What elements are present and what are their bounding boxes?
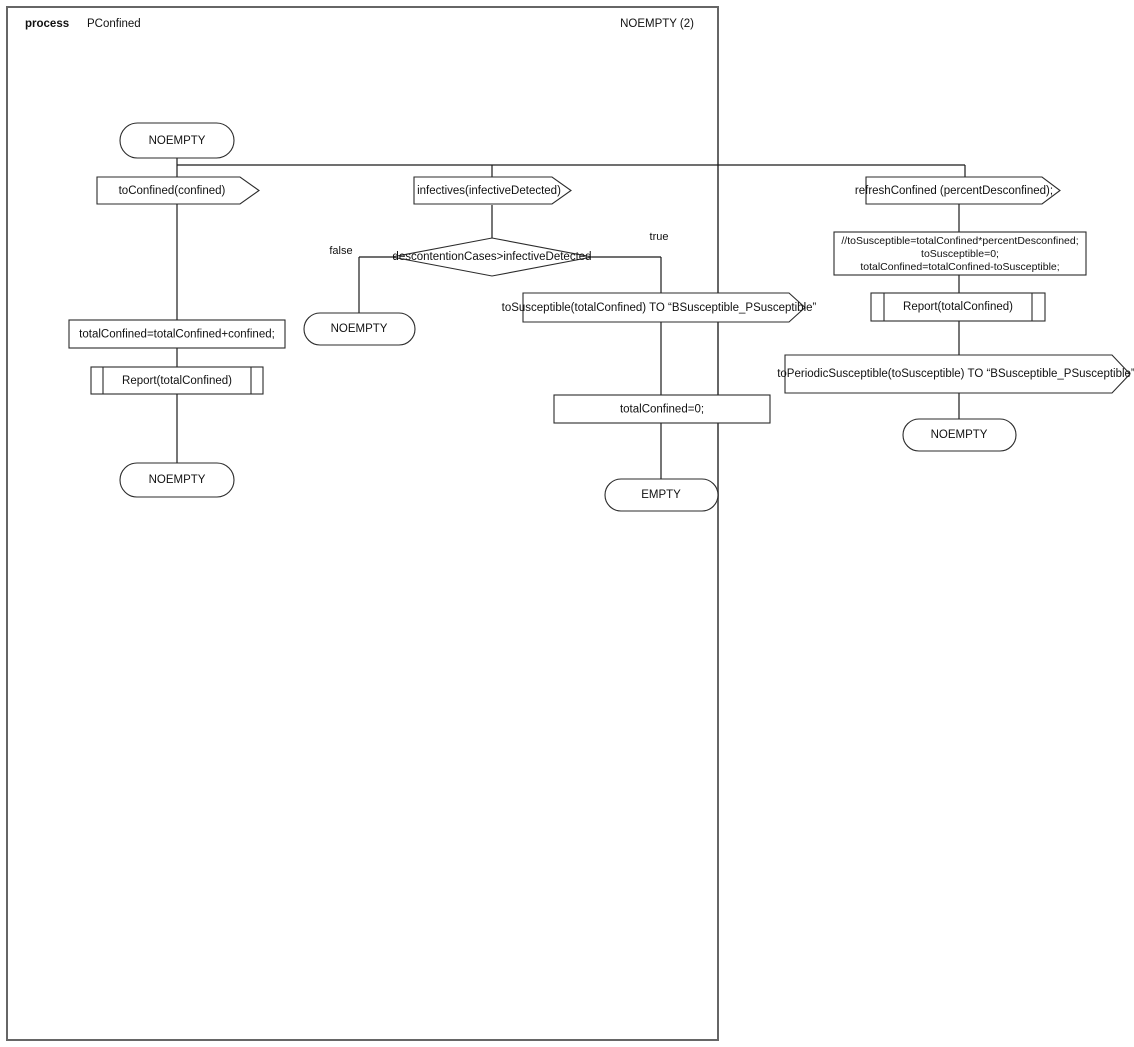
- input-toconfined-label: toConfined(confined): [119, 185, 226, 197]
- header-keyword: process: [25, 18, 69, 30]
- input-refreshconfined-label: refreshConfined (percentDesconfined);: [855, 185, 1053, 197]
- state-middle-false-end[interactable]: [303, 312, 416, 346]
- input-infectives-label: infectives(infectiveDetected): [417, 185, 561, 197]
- output-tosusceptible-label: toSusceptible(totalConfined) TO “BSuscep…: [502, 302, 817, 314]
- process-frame: [6, 6, 719, 1041]
- header-process-name: PConfined: [87, 18, 141, 30]
- task-right-refresh-line-3: totalConfined=totalConfined-toSusceptibl…: [860, 261, 1059, 273]
- output-toperiodicsusceptible-label: toPeriodicSusceptible(toSusceptible) TO …: [777, 368, 1134, 380]
- state-left-start-label: NOEMPTY: [149, 135, 206, 147]
- call-right-report-label: Report(totalConfined): [903, 301, 1013, 313]
- state-left-end[interactable]: [119, 462, 235, 498]
- decision-descontentioncases[interactable]: [391, 237, 593, 277]
- branch-label-false: false: [329, 245, 352, 257]
- task-right-refresh[interactable]: [833, 231, 1087, 276]
- input-infectives[interactable]: [413, 176, 572, 205]
- task-middle-reset-label: totalConfined=0;: [620, 404, 704, 416]
- call-right-report[interactable]: [870, 292, 1046, 322]
- header-page-label: NOEMPTY (2): [620, 18, 694, 30]
- call-left-report-bars: [102, 367, 252, 394]
- state-right-end-label: NOEMPTY: [931, 429, 988, 441]
- task-middle-reset[interactable]: [553, 394, 771, 424]
- task-right-refresh-line-1: //toSusceptible=totalConfined*percentDes…: [841, 235, 1078, 247]
- branch-label-true: true: [650, 231, 669, 243]
- task-left-totalconfined[interactable]: [68, 319, 286, 349]
- output-toperiodicsusceptible[interactable]: [784, 354, 1131, 394]
- input-toconfined[interactable]: [96, 176, 260, 205]
- state-right-end[interactable]: [902, 418, 1017, 452]
- state-left-start[interactable]: [119, 122, 235, 159]
- input-refreshconfined[interactable]: [865, 176, 1061, 205]
- call-left-report-label: Report(totalConfined): [122, 375, 232, 387]
- task-right-refresh-line-2: toSusceptible=0;: [921, 248, 999, 260]
- output-tosusceptible[interactable]: [522, 292, 806, 323]
- call-right-report-bars: [883, 293, 1033, 321]
- state-middle-empty-label: EMPTY: [641, 489, 681, 501]
- decision-descontentioncases-label: descontentionCases>infectiveDetected: [392, 251, 591, 263]
- task-left-totalconfined-label: totalConfined=totalConfined+confined;: [79, 329, 275, 341]
- state-middle-false-end-label: NOEMPTY: [331, 323, 388, 335]
- state-left-end-label: NOEMPTY: [149, 474, 206, 486]
- state-middle-empty[interactable]: [604, 478, 719, 512]
- call-left-report[interactable]: [90, 366, 264, 395]
